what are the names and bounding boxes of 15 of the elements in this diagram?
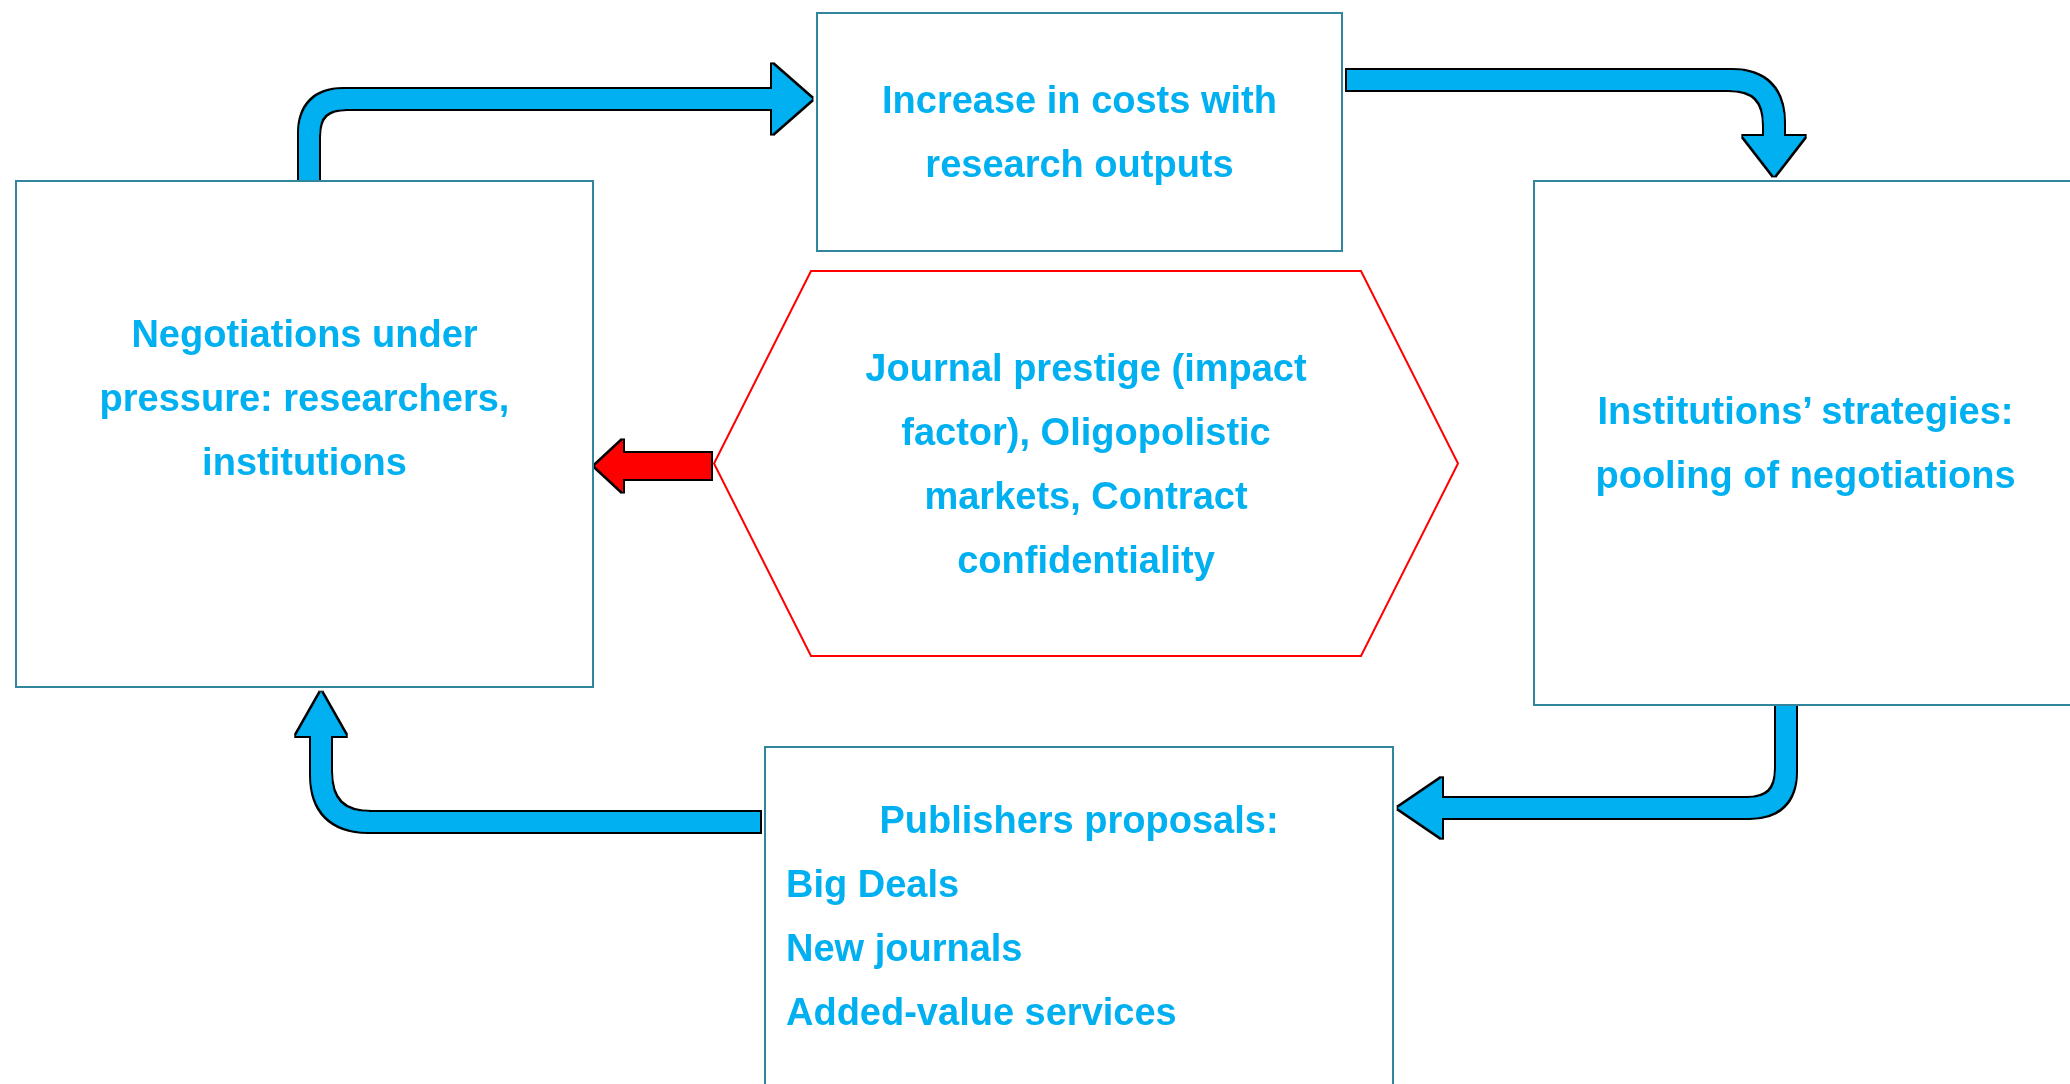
node-text: Negotiations under pressure: researchers, institutions — [98, 312, 511, 485]
node-text: Journal prestige (impact factor), Oligopolistic markets, Contract confidentiality — [864, 345, 1308, 583]
block-arrow — [595, 440, 711, 492]
node-text: Increase in costs with research outputs — [881, 78, 1278, 187]
node-text: Institutions’ strategies: pooling of negotiations — [1594, 389, 2017, 498]
process-box — [764, 746, 1394, 1084]
process-box — [15, 180, 594, 688]
block-arrow — [296, 692, 760, 832]
node-text: Big Deals — [786, 862, 960, 907]
block-arrow — [1347, 70, 1805, 176]
process-box — [816, 12, 1343, 252]
node-text: New journals — [786, 926, 1023, 971]
node-text: Added-value services — [786, 990, 1177, 1035]
process-box — [1533, 180, 2070, 706]
node-text: Publishers proposals: — [879, 798, 1279, 843]
